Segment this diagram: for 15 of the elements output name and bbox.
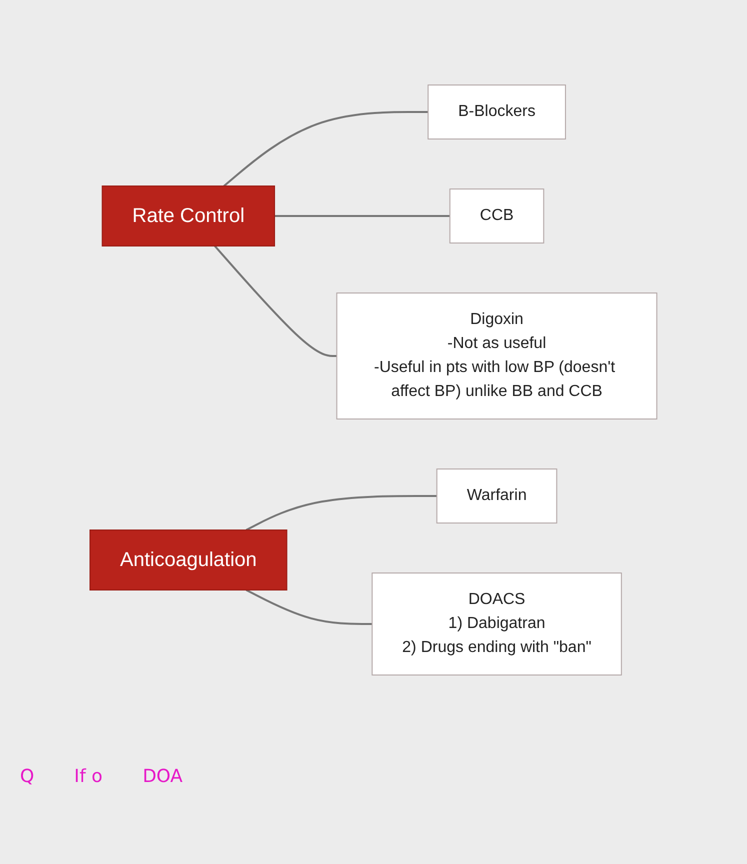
connector — [274, 215, 450, 217]
node-box: B-Blockers — [428, 84, 566, 140]
connector — [223, 111, 428, 187]
handwritten-note: DOA — [142, 766, 183, 787]
node-box: Digoxin -Not as useful -Useful in pts with low BP (doesn't affect BP) unlike BB and CCB — [336, 292, 658, 420]
connector — [246, 495, 437, 531]
node-box: DOACS 1) Dabigatran 2) Drugs ending with "ban" — [372, 572, 622, 676]
node-box: CCB — [450, 188, 544, 244]
connector — [246, 589, 372, 625]
handwritten-note: If o — [74, 766, 103, 787]
node-box: Warfarin — [436, 468, 558, 524]
handwritten-note: Q — [20, 766, 34, 787]
connector — [214, 245, 337, 357]
node-box: Rate Control — [102, 186, 276, 246]
node-box: Anticoagulation — [90, 530, 288, 590]
